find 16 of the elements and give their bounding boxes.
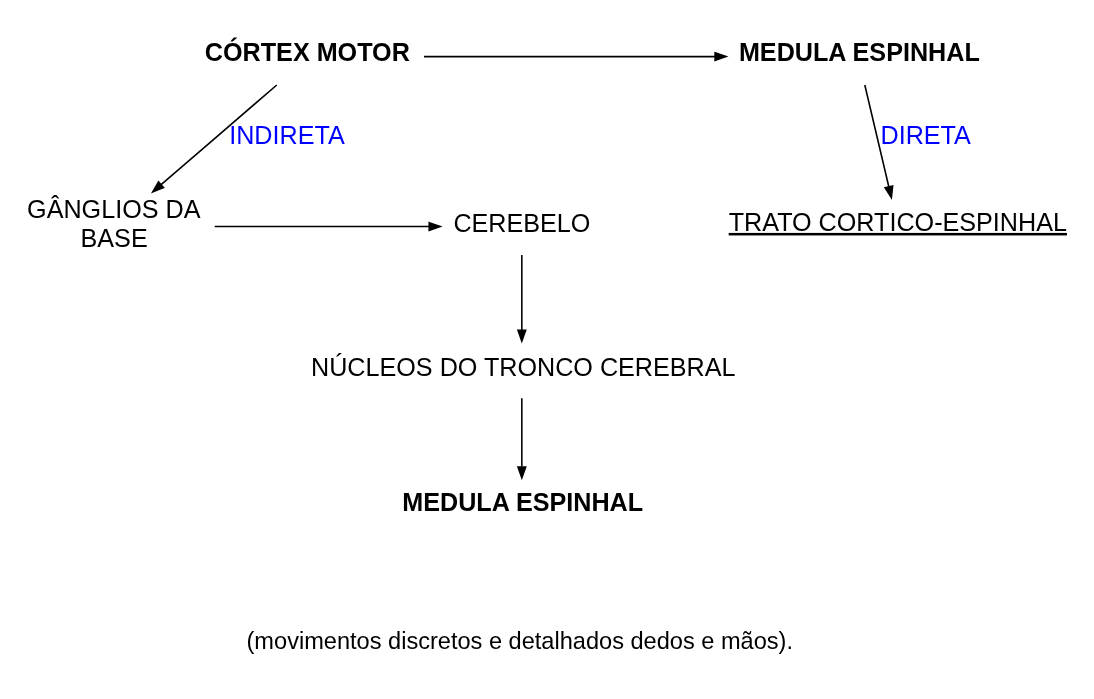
arrow — [213, 221, 443, 231]
node-text: TRATO CORTICO-ESPINHAL — [728, 207, 1067, 236]
node-text: CÓRTEX MOTOR — [204, 37, 410, 66]
arrow — [150, 83, 278, 193]
node-text: MEDULA ESPINHAL — [402, 487, 644, 516]
edge-label: INDIRETA — [229, 120, 345, 149]
label: (movimentos discretos e detalhados dedos e mãos). — [246, 627, 794, 654]
edge-label: DIRETA — [880, 120, 971, 149]
node-text: MEDULA ESPINHAL — [738, 37, 980, 66]
node-text: GÂNGLIOS DA BASE — [27, 194, 201, 252]
arrow — [516, 253, 527, 344]
node-text: CEREBELO — [453, 208, 591, 237]
arrow — [864, 83, 894, 200]
arrow — [516, 397, 527, 480]
node-text: NÚCLEOS DO TRONCO CEREBRAL — [311, 352, 736, 381]
arrow — [423, 51, 729, 62]
